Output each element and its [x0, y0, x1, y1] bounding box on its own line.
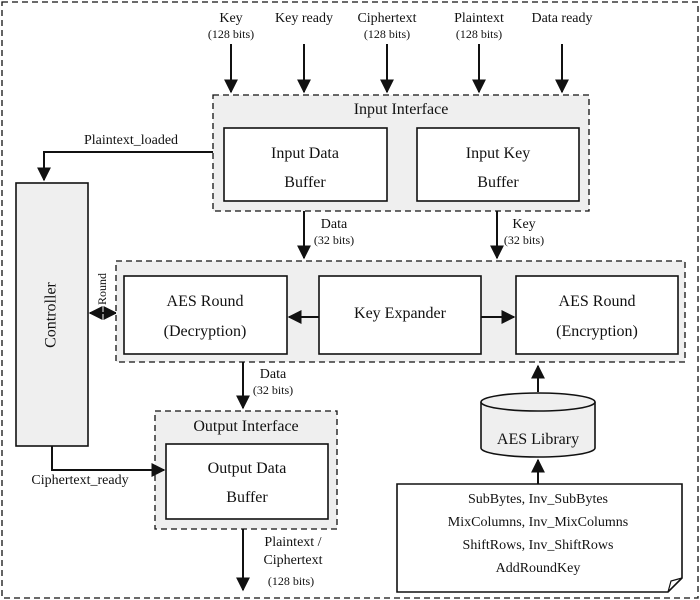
input-key-ready: Key ready	[275, 11, 333, 94]
input-data-ready: Data ready	[531, 11, 593, 94]
input-data-buffer	[223, 127, 388, 202]
data-bus-in: Data (32 bits)	[297, 211, 354, 260]
aes-round-encryption-line2: (Encryption)	[556, 323, 638, 340]
aes-round-decryption	[123, 275, 288, 355]
input-key-buffer	[416, 127, 580, 202]
input-interface-title: Input Interface	[354, 101, 449, 118]
round-label: Round	[95, 273, 109, 305]
output-data-buffer	[165, 443, 329, 520]
output-data-buffer-line1: Output Data	[208, 460, 287, 477]
library-cylinder-top	[480, 392, 596, 412]
data-bus-out-label: Data	[260, 367, 287, 382]
input-data-buffer-line1: Input Data	[271, 145, 339, 162]
ciphertext-input-width: (128 bits)	[364, 27, 410, 41]
controller: Controller	[15, 182, 89, 447]
aes-library: AES Library	[480, 364, 596, 458]
key-input-label: Key	[219, 11, 242, 26]
ciphertext-input-label: Ciphertext	[357, 11, 416, 26]
aes-round-decryption-line2: (Decryption)	[164, 323, 247, 340]
key-bus-label: Key	[512, 217, 535, 232]
library-cylinder-body	[480, 402, 596, 458]
input-ciphertext: Ciphertext (128 bits)	[357, 11, 417, 94]
plaintext-input-label: Plaintext	[454, 11, 504, 26]
output-label-line2: Ciphertext	[263, 553, 322, 568]
input-data-buffer-line2: Buffer	[284, 174, 326, 191]
data-bus-out: Data (32 bits)	[236, 362, 293, 410]
ciphertext-ready-arrow	[51, 446, 166, 477]
function-line-2: MixColumns, Inv_MixColumns	[448, 515, 628, 530]
input-key: Key (128 bits)	[208, 11, 254, 94]
key-expander-label: Key Expander	[354, 305, 447, 322]
input-key-buffer-line1: Input Key	[466, 145, 530, 162]
output-label-width: (128 bits)	[268, 574, 314, 588]
output-label-line1: Plaintext /	[264, 535, 321, 550]
output-signal: Plaintext / Ciphertext (128 bits)	[236, 529, 323, 592]
aes-core: AES Round (Decryption) Key Expander AES …	[115, 260, 686, 363]
data-bus-out-width: (32 bits)	[253, 383, 293, 397]
function-line-4: AddRoundKey	[496, 561, 581, 576]
key-bus: Key (32 bits)	[490, 211, 544, 260]
functions-box	[396, 483, 683, 593]
plaintext-loaded-signal: Plaintext_loaded	[37, 133, 213, 182]
aes-round-encryption	[515, 275, 679, 355]
key-ready-label: Key ready	[275, 11, 333, 26]
functions-box-fold	[667, 577, 683, 593]
round-signal: Round	[88, 273, 118, 320]
input-key-buffer-line2: Buffer	[477, 174, 519, 191]
controller-label: Controller	[43, 281, 60, 347]
ciphertext-ready-signal: Ciphertext_ready	[31, 446, 166, 488]
key-input-width: (128 bits)	[208, 27, 254, 41]
input-plaintext: Plaintext (128 bits)	[454, 11, 504, 94]
plaintext-loaded-label: Plaintext_loaded	[84, 133, 178, 148]
ciphertext-ready-label: Ciphertext_ready	[31, 473, 128, 488]
data-bus-in-width: (32 bits)	[314, 233, 354, 247]
function-line-3: ShiftRows, Inv_ShiftRows	[463, 538, 614, 553]
output-interface-title: Output Interface	[193, 418, 298, 435]
aes-round-encryption-line1: AES Round	[559, 293, 636, 310]
input-interface: Input Interface Input Data Buffer Input …	[212, 94, 590, 212]
output-data-buffer-line2: Buffer	[226, 489, 268, 506]
aes-round-decryption-line1: AES Round	[167, 293, 244, 310]
plaintext-input-width: (128 bits)	[456, 27, 502, 41]
key-bus-width: (32 bits)	[504, 233, 544, 247]
output-interface: Output Interface Output Data Buffer	[154, 410, 338, 530]
key-expander	[318, 275, 482, 355]
library-functions-note: SubBytes, Inv_SubBytes MixColumns, Inv_M…	[396, 458, 683, 593]
data-ready-label: Data ready	[531, 11, 592, 26]
plaintext-loaded-arrow	[37, 151, 213, 182]
function-line-1: SubBytes, Inv_SubBytes	[468, 492, 608, 507]
library-label: AES Library	[497, 431, 579, 448]
data-bus-in-label: Data	[321, 217, 348, 232]
